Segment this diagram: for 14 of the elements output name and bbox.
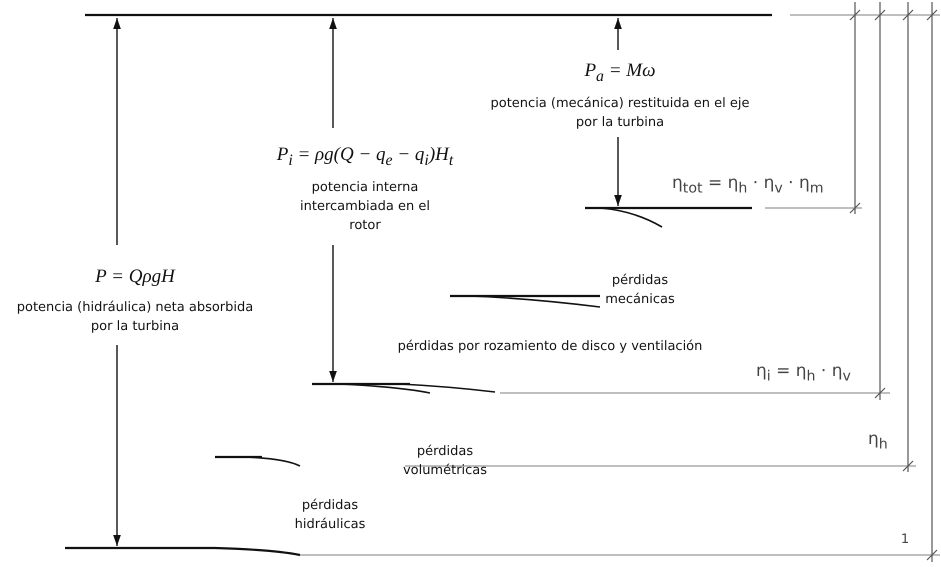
reference-value: 1 <box>900 531 910 549</box>
description-text: potencia interna intercambiada en el rotor <box>300 179 430 235</box>
description-text: potencia (hidráulica) neta absorbida por la turbina <box>16 299 254 336</box>
loss-label: pérdidas por rozamiento de disco y ventilación <box>396 338 704 356</box>
efficiency-formula: η$_{h}$ <box>868 430 889 454</box>
efficiency-formula: η$_{i}$ = η$_{h}$ · η$_{v}$ <box>756 362 852 386</box>
formula: P$_{i}$ = ρg(Q − q$_{e}$ − q$_{i}$)H$_{t}$ <box>276 144 454 171</box>
formula: P = QρgH <box>94 266 177 288</box>
loss-label: pérdidas mecánicas <box>604 272 676 309</box>
loss-label: pérdidas hidráulicas <box>294 497 366 534</box>
loss-label: pérdidas volumétricas <box>402 443 488 480</box>
formula: P$_{a}$ = Mω <box>583 60 657 87</box>
description-text: potencia (mecánica) restituida en el eje por la turbina <box>490 95 750 132</box>
efficiency-formula: η$_{tot}$ = η$_{h}$ · η$_{v}$ · η$_{m}$ <box>672 174 825 198</box>
